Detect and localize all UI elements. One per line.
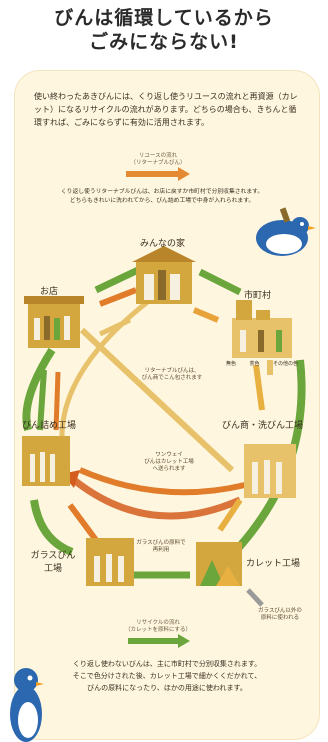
shop-to-washing-arrow: [79, 327, 235, 473]
cullet-other-use-arrow: [246, 588, 264, 607]
bottom-description: くり返し使わないびんは、主に市町村で分別収集されます。 そこで色分けされた後、カ…: [72, 660, 262, 692]
home-to-city-arrow: [198, 268, 242, 296]
shop-building: [24, 296, 84, 348]
bottling-to-shop-arrow-2: [53, 371, 61, 431]
large-return-arc: [71, 477, 242, 520]
shop-return-arrow: [98, 317, 132, 337]
intro-text: 使い終わったあきびんには、くり返し使うリユースの流れと再資源（カレット）になるリ…: [34, 92, 298, 127]
shop-label: お店: [40, 287, 59, 297]
home-building: [132, 246, 196, 304]
glass-label: ガラスびん工場: [30, 551, 76, 574]
recycle-legend-arrow: [128, 634, 190, 648]
title-line2: ごみにならない!: [89, 31, 239, 53]
city-color-sub: 無色 茶色 その他の色: [226, 360, 298, 369]
washing-to-bottling-arc: [78, 467, 246, 496]
recycle-bottom-left-arc: [30, 499, 74, 556]
washing-label: びん商・洗びん工場: [222, 421, 304, 431]
recycle-left-arc: [22, 347, 56, 432]
penguin-illustration-bottom: [10, 668, 44, 742]
city-sub-other: その他の色: [272, 361, 298, 367]
city-building: [232, 300, 292, 358]
city-sub-brown: 茶色: [249, 361, 260, 367]
cullet-inflow-note: ワンウェイ びんはカレット工場 へ送られます: [144, 452, 194, 472]
city-to-washing-arrow: [253, 364, 265, 411]
page-title: びんは循環しているから ごみにならない!: [0, 6, 328, 54]
furnace-note: ガラスびんの原料で 再利用: [136, 540, 186, 553]
home-to-bottling-curve: [59, 298, 152, 441]
penguin-illustration-top: [256, 207, 316, 256]
reuse-legend-arrow: [126, 167, 190, 181]
other-use-note: ガラスびん以外の 原料に使われる: [258, 608, 302, 621]
shop-to-home-arrow: [98, 287, 138, 307]
home-to-shop-arrow: [94, 266, 140, 294]
glass-factory: [86, 538, 134, 586]
title-line1: びんは循環しているから: [54, 7, 274, 29]
city-to-home-arrow: [192, 307, 220, 323]
bottling-factory: [22, 436, 70, 486]
returnable-note: リターナブルびんは、 びん商でこん包されます: [141, 368, 203, 381]
city-sub-clear: 無色: [226, 361, 237, 367]
cullet-factory: [196, 542, 242, 586]
glass-to-bottling-arrow: [67, 503, 99, 542]
reuse-legend-label: リユースの流れ （リターナブルびん）: [130, 153, 186, 166]
cullet-label: カレット工場: [246, 559, 301, 569]
washing-factory: [244, 444, 296, 498]
recycle-legend-label: リサイクルの流れ （カレットを原料にする）: [124, 620, 192, 633]
bottling-to-shop-arrow: [37, 369, 47, 431]
home-label: みんなの家: [140, 239, 186, 249]
city-label: 市町村: [244, 291, 272, 301]
reuse-description: くり返し使うリターナブルびんは、お店に戻すか市町村で分別収集されます。 どちらも…: [60, 189, 264, 204]
washing-to-cullet-arrow: [217, 498, 243, 532]
bottling-label: びん詰め工場: [22, 421, 77, 431]
